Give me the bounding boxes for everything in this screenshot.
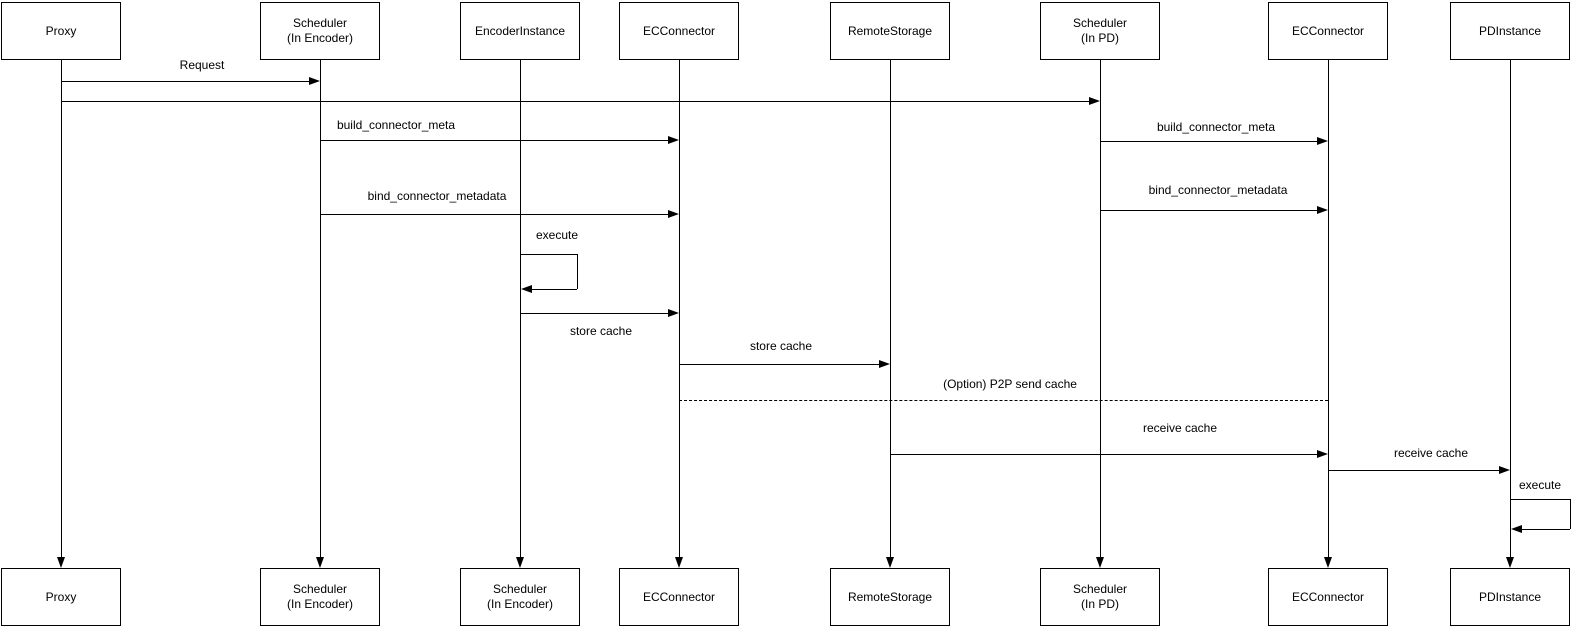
lifeline-ecconnector-1 xyxy=(679,60,680,559)
actor-label: (In Encoder) xyxy=(486,597,554,611)
message-label-receive-cache-remote: receive cache xyxy=(1140,421,1220,435)
message-arrowhead-proxy-to-pd-scheduler xyxy=(1089,97,1100,105)
message-line-p2p-send-cache xyxy=(679,400,1328,401)
message-line-request xyxy=(61,81,309,82)
lifeline-ecconnector-2 xyxy=(1328,60,1329,559)
message-line-bind-connector-metadata-encoder xyxy=(320,214,668,215)
actor-box-bottom-ecconnector-2: ECConnector xyxy=(1268,568,1388,626)
self-message-right-execute-pd xyxy=(1570,499,1571,529)
self-message-arrowhead-execute-pd xyxy=(1511,525,1522,533)
actor-box-top-scheduler-pd: Scheduler(In PD) xyxy=(1040,2,1160,60)
lifeline-remote-storage xyxy=(890,60,891,559)
message-line-receive-cache-remote xyxy=(890,454,1317,455)
actor-label: RemoteStorage xyxy=(847,23,933,38)
self-message-arrowhead-execute-encoder xyxy=(521,285,532,293)
lifeline-arrowhead-ecconnector-1 xyxy=(675,557,683,568)
message-label-store-cache-remote: store cache xyxy=(747,339,815,353)
actor-box-bottom-pdinstance: PDInstance xyxy=(1450,568,1570,626)
actor-box-top-encoder-instance: EncoderInstance xyxy=(460,2,580,60)
lifeline-arrowhead-scheduler-pd xyxy=(1096,557,1104,568)
lifeline-arrowhead-ecconnector-2 xyxy=(1324,557,1332,568)
lifeline-arrowhead-proxy xyxy=(57,557,65,568)
message-arrowhead-bind-connector-metadata-pd xyxy=(1317,206,1328,214)
actor-box-bottom-scheduler-pd: Scheduler(In PD) xyxy=(1040,568,1160,626)
actor-label: Scheduler xyxy=(1072,582,1128,596)
actor-label: ECConnector xyxy=(642,23,716,38)
message-label-execute-encoder: execute xyxy=(533,228,581,242)
message-arrowhead-store-cache-encoder xyxy=(668,309,679,317)
message-line-build-connector-meta-encoder xyxy=(320,140,668,141)
message-label-build-connector-meta-encoder: build_connector_meta xyxy=(334,118,458,132)
actor-box-top-ecconnector-2: ECConnector xyxy=(1268,2,1388,60)
actor-label: ECConnector xyxy=(1291,589,1365,604)
message-line-store-cache-remote xyxy=(679,364,879,365)
self-message-right-execute-encoder xyxy=(577,254,578,289)
message-label-p2p-send-cache: (Option) P2P send cache xyxy=(941,377,1079,391)
message-label-receive-cache-pd: receive cache xyxy=(1391,446,1471,460)
message-arrowhead-build-connector-meta-pd xyxy=(1317,137,1328,145)
actor-label: ECConnector xyxy=(642,589,716,604)
actor-box-bottom-ecconnector-1: ECConnector xyxy=(619,568,739,626)
actor-box-bottom-scheduler-encoder: Scheduler(In Encoder) xyxy=(260,568,380,626)
self-message-top-execute-pd xyxy=(1510,499,1570,500)
message-label-execute-pd: execute xyxy=(1516,478,1564,492)
actor-label: Scheduler xyxy=(1072,16,1128,30)
actor-label: Proxy xyxy=(45,23,77,38)
message-line-store-cache-encoder xyxy=(520,313,668,314)
message-arrowhead-receive-cache-pd xyxy=(1499,466,1510,474)
message-arrowhead-store-cache-remote xyxy=(879,360,890,368)
actor-label: (In PD) xyxy=(1080,597,1119,611)
actor-label: EncoderInstance xyxy=(474,23,566,38)
message-label-bind-connector-metadata-encoder: bind_connector_metadata xyxy=(365,189,509,203)
message-label-request: Request xyxy=(177,58,227,72)
actor-label: (In Encoder) xyxy=(286,31,354,45)
message-arrowhead-request xyxy=(309,77,320,85)
message-line-receive-cache-pd xyxy=(1328,470,1499,471)
message-label-store-cache-encoder: store cache xyxy=(567,324,635,338)
lifeline-scheduler-pd xyxy=(1100,60,1101,559)
actor-label: Scheduler xyxy=(292,16,348,30)
actor-label: Proxy xyxy=(45,589,77,604)
self-message-bottom-execute-encoder xyxy=(531,289,577,290)
lifeline-arrowhead-scheduler-encoder xyxy=(316,557,324,568)
actor-box-top-scheduler-encoder: Scheduler(In Encoder) xyxy=(260,2,380,60)
message-arrowhead-receive-cache-remote xyxy=(1317,450,1328,458)
actor-box-bottom-encoder-instance: Scheduler(In Encoder) xyxy=(460,568,580,626)
message-line-build-connector-meta-pd xyxy=(1100,141,1317,142)
actor-box-top-pdinstance: PDInstance xyxy=(1450,2,1570,60)
actor-label: (In Encoder) xyxy=(286,597,354,611)
message-line-proxy-to-pd-scheduler xyxy=(61,101,1089,102)
actor-label: PDInstance xyxy=(1478,23,1542,38)
actor-label: (In PD) xyxy=(1080,31,1119,45)
actor-label: PDInstance xyxy=(1478,589,1542,604)
actor-box-top-remote-storage: RemoteStorage xyxy=(830,2,950,60)
message-arrowhead-bind-connector-metadata-encoder xyxy=(668,210,679,218)
self-message-bottom-execute-pd xyxy=(1521,529,1570,530)
lifeline-encoder-instance xyxy=(520,60,521,559)
actor-box-top-proxy: Proxy xyxy=(1,2,121,60)
lifeline-pdinstance xyxy=(1510,60,1511,559)
message-line-bind-connector-metadata-pd xyxy=(1100,210,1317,211)
actor-label: ECConnector xyxy=(1291,23,1365,38)
lifeline-proxy xyxy=(61,60,62,559)
self-message-top-execute-encoder xyxy=(520,254,577,255)
message-label-build-connector-meta-pd: build_connector_meta xyxy=(1154,120,1278,134)
actor-label: Scheduler xyxy=(292,582,348,596)
lifeline-arrowhead-encoder-instance xyxy=(516,557,524,568)
message-label-bind-connector-metadata-pd: bind_connector_metadata xyxy=(1146,183,1290,197)
actor-box-bottom-proxy: Proxy xyxy=(1,568,121,626)
actor-label: Scheduler xyxy=(492,582,548,596)
lifeline-scheduler-encoder xyxy=(320,60,321,559)
lifeline-arrowhead-pdinstance xyxy=(1506,557,1514,568)
lifeline-arrowhead-remote-storage xyxy=(886,557,894,568)
message-arrowhead-build-connector-meta-encoder xyxy=(668,136,679,144)
actor-label: RemoteStorage xyxy=(847,589,933,604)
actor-box-bottom-remote-storage: RemoteStorage xyxy=(830,568,950,626)
actor-box-top-ecconnector-1: ECConnector xyxy=(619,2,739,60)
